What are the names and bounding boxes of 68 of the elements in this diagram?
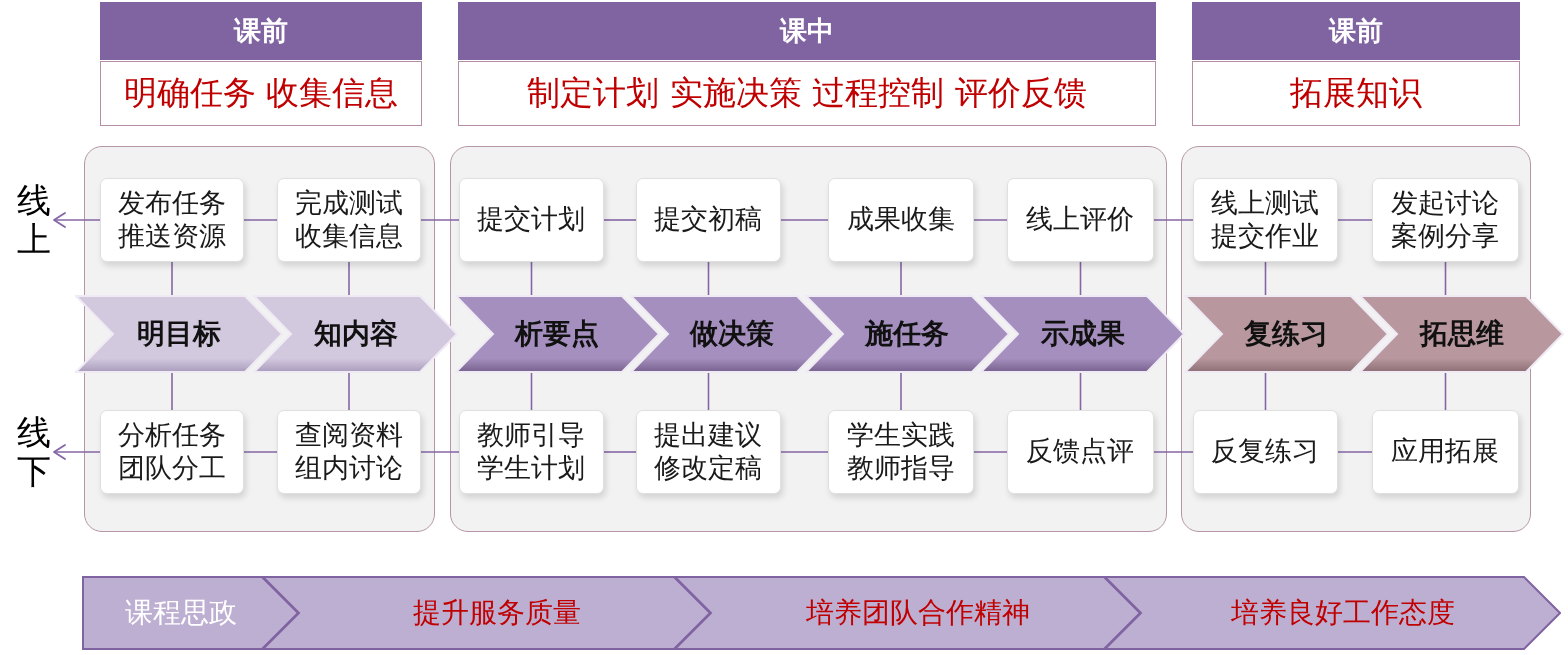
activity-box: 提交初稿 [635,177,781,262]
title-box: 制定计划 实施决策 过程控制 评价反馈 [458,61,1156,126]
connector-line [171,261,173,296]
connector-line [243,219,278,221]
connector-line [603,219,637,221]
arrow [53,444,101,460]
connector-line [973,451,1008,453]
header-band: 课中 [458,2,1156,60]
activity-box: 提出建议修改定稿 [635,409,781,494]
connector-line [1337,451,1373,453]
connector-line [530,372,533,411]
connector-line [1153,219,1194,221]
activity-box: 线上评价 [1006,177,1154,262]
connector-line [707,261,710,296]
activity-box: 提交计划 [458,177,604,262]
activity-box: 学生实践教师指导 [827,409,974,494]
activity-box: 发起讨论案例分享 [1371,177,1519,262]
connector-line [900,261,902,296]
connector-line [243,451,278,453]
connector-line [420,451,460,453]
connector-line [171,372,173,411]
connector-line [420,219,460,221]
process-step: 施任务 [804,294,1010,373]
row-label: 线下 [14,413,54,491]
title-box: 明确任务 收集信息 [100,61,422,126]
process-step: 拓思维 [1359,295,1564,373]
process-step: 示成果 [980,295,1185,373]
connector-line [780,219,829,221]
stage-panel [1181,146,1531,532]
connector-line [1264,372,1267,411]
connector-line [530,261,533,296]
connector-line [973,219,1008,221]
band-segment: 培养良好工作态度 [1104,576,1561,650]
activity-box: 成果收集 [827,177,974,262]
activity-box: 发布任务推送资源 [99,177,244,262]
activity-box: 教师引导学生计划 [458,409,604,494]
activity-box: 反馈点评 [1006,409,1154,494]
connector-line [1264,261,1267,296]
stage-panel [450,146,1167,532]
process-step: 做决策 [629,294,835,373]
connector-line [1079,372,1082,411]
connector-line [1444,261,1447,296]
band-segment: 培养团队合作精神 [674,576,1141,650]
connector-line [1444,372,1447,411]
header-band: 课前 [1192,2,1520,60]
connector-line [1337,219,1373,221]
connector-line [348,372,350,411]
title-box: 拓展知识 [1192,61,1520,126]
process-step: 知内容 [253,295,458,373]
connector-line [1079,261,1082,296]
connector-line [707,372,710,411]
arrow [53,212,101,228]
connector-line [1153,451,1194,453]
connector-line [348,261,350,296]
band-segment: 课程思政 [82,576,299,650]
connector-line [603,451,637,453]
activity-box: 查阅资料组内讨论 [276,409,421,494]
activity-box: 分析任务团队分工 [99,409,244,494]
connector-line [900,372,902,411]
process-step: 析要点 [454,294,660,373]
activity-box: 应用拓展 [1371,409,1519,494]
process-step: 复练习 [1183,294,1389,373]
row-label: 线上 [14,181,54,259]
activity-box: 反复练习 [1192,409,1338,494]
connector-line [780,451,829,453]
activity-box: 线上测试提交作业 [1192,177,1338,262]
activity-box: 完成测试收集信息 [276,177,421,262]
header-band: 课前 [100,2,422,60]
